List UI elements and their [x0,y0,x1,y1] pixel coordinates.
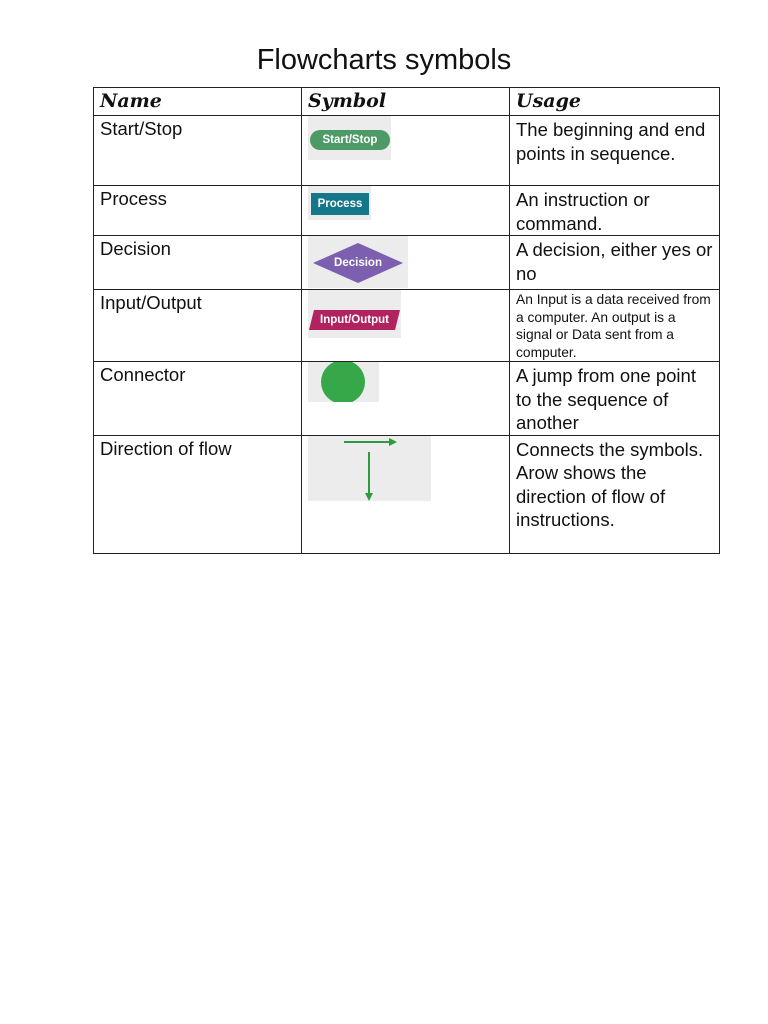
process-symbol-label: Process [311,193,369,215]
row-name: Connector [93,361,302,436]
row-symbol: Input/Output [301,289,510,362]
input-output-parallelogram-icon: Input/Output [308,290,401,338]
decision-diamond-icon: Decision [308,236,408,288]
row-symbol [301,361,510,436]
row-symbol: Start/Stop [301,115,510,186]
decision-symbol-label: Decision [334,257,382,269]
row-usage: A jump from one point to the sequence of… [509,361,720,436]
table-header-row: Name Symbol Usage [93,87,720,116]
connector-circle-icon [308,362,379,402]
row-symbol [301,434,510,554]
row-usage: An instruction or command. [509,185,720,236]
table-row: Direction of flow Connects the symbols. … [93,434,720,554]
decision-diamond-shape [313,243,403,283]
header-name: Name [93,87,302,116]
row-usage: A decision, either yes or no [509,235,720,290]
input-output-parallelogram-shape [309,310,400,330]
flow-arrows-icon [308,435,431,501]
row-name: Start/Stop [93,115,302,186]
process-rectangle-icon: Process [308,186,371,220]
row-usage: Connects the symbols. Arow shows the dir… [509,434,720,554]
table-row: Decision Decision A decision, either yes… [93,235,720,290]
flowchart-symbols-table: Name Symbol Usage Start/Stop Start/Stop … [93,87,720,554]
header-symbol: Symbol [301,87,510,116]
terminator-pill-icon: Start/Stop [308,116,391,160]
row-usage: The beginning and end points in sequence… [509,115,720,186]
page-title: Flowcharts symbols [256,44,512,76]
input-output-symbol-label: Input/Output [320,314,389,326]
row-name: Process [93,185,302,236]
row-usage: An Input is a data received from a compu… [509,289,720,362]
table-row: Process Process An instruction or comman… [93,185,720,236]
row-name: Direction of flow [93,434,302,554]
row-name: Decision [93,235,302,290]
flow-arrows-shape [344,437,397,501]
start-stop-symbol-label: Start/Stop [310,130,390,150]
row-name: Input/Output [93,289,302,362]
table-row: Input/Output Input/Output An Input is a … [93,289,720,362]
connector-circle-shape [321,362,365,402]
row-symbol: Decision [301,235,510,290]
row-symbol: Process [301,185,510,236]
header-usage: Usage [509,87,720,116]
table-row: Connector A jump from one point to the s… [93,361,720,436]
table-row: Start/Stop Start/Stop The beginning and … [93,115,720,186]
